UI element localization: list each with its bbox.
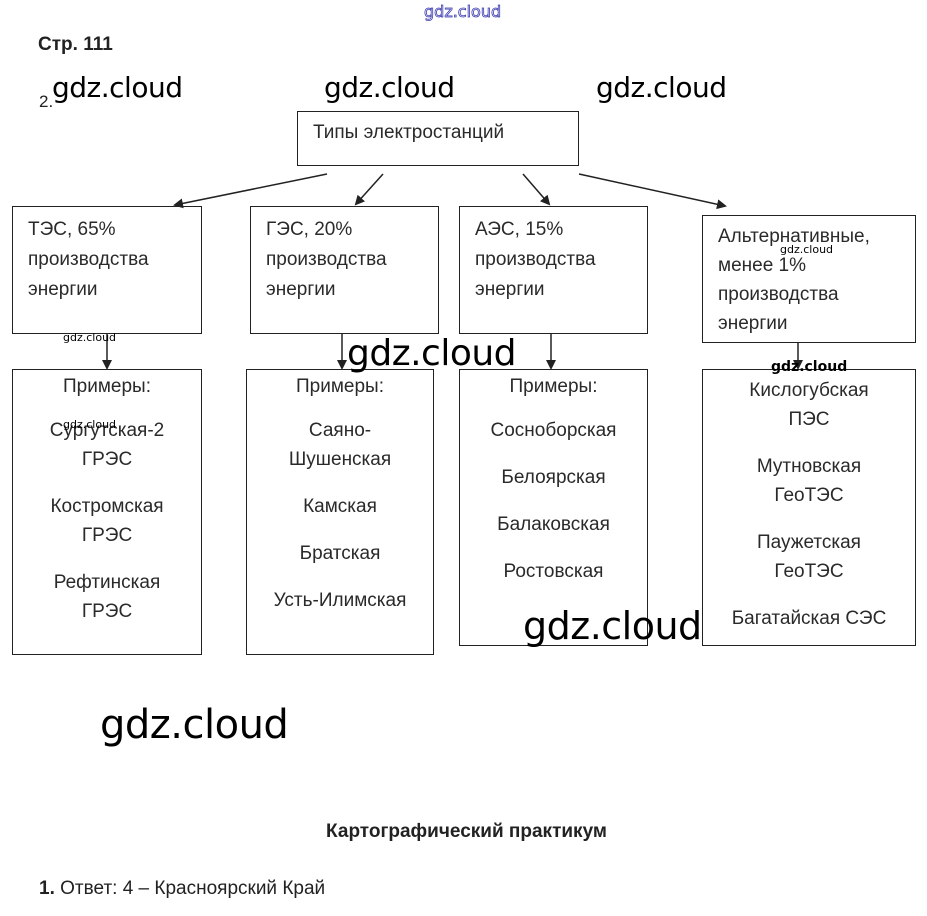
example-item: Паужетская <box>757 532 861 553</box>
example-item: Усть-Илимская <box>273 590 407 611</box>
arrow-root-to-aes <box>522 173 551 206</box>
type-box-tes: ТЭС, 65% производства энергии <box>12 206 202 334</box>
watermark: gdz.cloud <box>771 359 848 375</box>
type-line: производства <box>266 249 387 270</box>
arrow-root-to-tes <box>173 173 328 209</box>
type-box-aes: АЭС, 15% производства энергии <box>459 206 648 334</box>
example-item: Белоярская <box>501 467 606 488</box>
examples-heading: Примеры: <box>63 376 151 397</box>
watermark: gdz.cloud <box>52 71 183 104</box>
example-item: ПЭС <box>788 409 830 430</box>
example-item: Костромская <box>50 496 164 517</box>
examples-heading: Примеры: <box>296 376 384 397</box>
watermark-top: gdz.cloud <box>424 2 502 22</box>
type-name: ТЭС, 65% <box>28 219 116 240</box>
example-item: Шушенская <box>288 449 392 470</box>
root-title: Типы электростанций <box>313 122 505 143</box>
watermark: gdz.cloud <box>347 333 517 374</box>
example-item: ГРЭС <box>81 449 133 470</box>
example-item: ГеоТЭС <box>774 485 844 506</box>
watermark: gdz.cloud <box>523 604 702 648</box>
watermark: gdz.cloud <box>100 702 289 748</box>
type-line: производства <box>718 284 839 305</box>
example-item: Камская <box>303 496 377 517</box>
watermark: gdz.cloud <box>63 418 117 431</box>
page-label: Стр. 111 <box>38 34 113 55</box>
arrow-root-to-alt <box>578 173 727 210</box>
examples-heading: Примеры: <box>509 376 598 397</box>
example-item: Багатайская СЭС <box>731 608 887 629</box>
arrow-root-to-ges <box>354 173 384 206</box>
examples-box-ges: Примеры: Саяно- Шушенская Камская Братск… <box>246 369 434 655</box>
watermark: gdz.cloud <box>780 243 834 256</box>
example-item: ГРЭС <box>81 601 133 622</box>
type-name: Альтернативные, <box>718 226 870 247</box>
type-name: ГЭС, 20% <box>266 219 353 240</box>
type-line: производства <box>28 249 149 270</box>
type-name: АЭС, 15% <box>475 219 564 240</box>
example-item: Мутновская <box>756 456 862 477</box>
example-item: Ростовская <box>503 561 604 582</box>
example-item: Рефтинская <box>53 572 161 593</box>
examples-box-aes: Примеры: Сосноборская Белоярская Балаков… <box>459 369 648 646</box>
example-item: Балаковская <box>497 514 610 535</box>
type-line: энергии <box>718 313 788 334</box>
type-line: производства <box>475 249 596 270</box>
type-box-alternative: Альтернативные, менее 1% производства эн… <box>702 215 916 343</box>
example-item: Сосноборская <box>490 420 617 441</box>
type-box-ges: ГЭС, 20% производства энергии <box>250 206 439 334</box>
answer-line: 1. Ответ: 4 – Красноярский Край <box>39 878 325 900</box>
root-box: Типы электростанций <box>297 111 579 166</box>
example-item: Братская <box>299 543 381 564</box>
answer-text: Ответ: 4 – Красноярский Край <box>60 878 326 899</box>
example-item: Сургутская-2 <box>49 420 165 441</box>
task-number: 2. <box>39 92 54 111</box>
type-line: энергии <box>28 279 98 300</box>
answer-number: 1. <box>39 878 55 899</box>
example-item: Кислогубская <box>749 380 869 401</box>
examples-box-alternative: Кислогубская ПЭС Мутновская ГеоТЭС Пауже… <box>702 369 916 646</box>
type-line: менее 1% <box>718 255 806 276</box>
section-title: Картографический практикум <box>326 821 607 842</box>
watermark: gdz.cloud <box>324 71 455 104</box>
type-line: энергии <box>475 279 545 300</box>
watermark: gdz.cloud <box>63 331 117 344</box>
example-item: ГРЭС <box>81 525 133 546</box>
example-item: Саяно- <box>308 420 372 441</box>
example-item: ГеоТЭС <box>774 561 844 582</box>
examples-box-tes: Примеры: Сургутская-2 ГРЭС Костромская Г… <box>12 369 202 655</box>
watermark: gdz.cloud <box>596 71 727 104</box>
type-line: энергии <box>266 279 336 300</box>
